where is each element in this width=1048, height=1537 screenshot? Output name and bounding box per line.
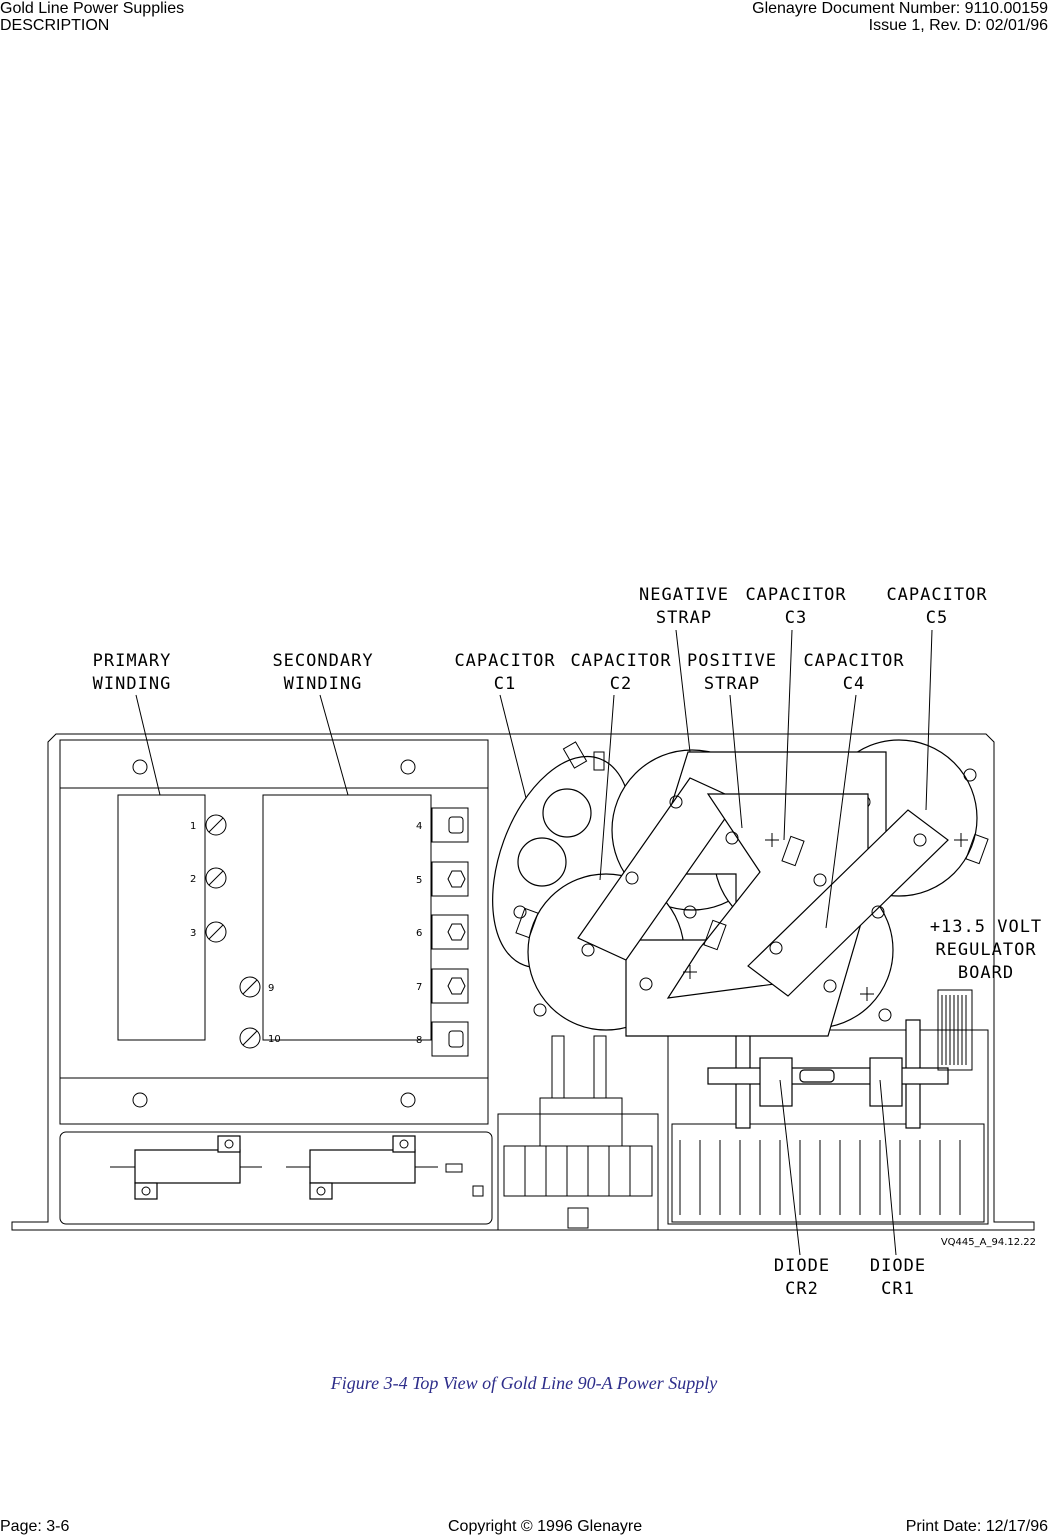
terminal-label-5: 5 [416, 875, 422, 886]
resistor-right [286, 1135, 484, 1200]
terminal-label-3: 3 [190, 928, 196, 939]
callout-capacitor-c3-line1: CAPACITOR [745, 585, 846, 605]
capacitor-clips [515, 741, 989, 951]
diode-cr2-body [759, 1057, 793, 1107]
callout-capacitor-c2-line1: CAPACITOR [570, 651, 671, 671]
leader-lines [135, 629, 933, 1256]
terminal-label-8: 8 [416, 1035, 422, 1046]
drawing-id: VQ445_A_94.12.22 [941, 1237, 1036, 1248]
terminal-label-4: 4 [416, 821, 422, 832]
callout-capacitor-c1-line2: C1 [494, 674, 516, 694]
footer-print-date: Print Date: 12/17/96 [905, 1518, 1048, 1535]
secondary-terminals-right: 4 5 6 7 8 [416, 807, 469, 1057]
terminal-label-1: 1 [190, 821, 196, 832]
callout-positive-strap-line2: STRAP [704, 674, 760, 694]
terminal-label-10: 10 [268, 1034, 281, 1045]
callout-capacitor-c4-line1: CAPACITOR [803, 651, 904, 671]
heatsink [667, 1019, 989, 1225]
callout-diode-cr2-line2: CR2 [785, 1279, 819, 1299]
callout-diode-cr2-line1: DIODE [774, 1256, 830, 1276]
callout-diode-cr1-line1: DIODE [870, 1256, 926, 1276]
terminal-label-2: 2 [190, 874, 196, 885]
header-doc-title: Gold Line Power Supplies [0, 0, 185, 17]
diode-cr1-body [869, 1057, 903, 1107]
callout-regulator-board-line2: REGULATOR [935, 940, 1036, 960]
resistor-left [110, 1135, 262, 1200]
primary-winding-body [117, 794, 206, 1041]
regulator-board [937, 989, 973, 1071]
callout-positive-strap-line1: POSITIVE [687, 651, 777, 671]
callout-capacitor-c5-line2: C5 [926, 608, 948, 628]
resistor-tray [59, 1131, 493, 1225]
callout-capacitor-c1-line1: CAPACITOR [454, 651, 555, 671]
callout-regulator-board-line1: +13.5 VOLT [930, 917, 1042, 937]
callout-diode-cr1-line2: CR1 [881, 1279, 915, 1299]
callout-capacitor-c2-line2: C2 [610, 674, 632, 694]
callout-regulator-board-line3: BOARD [958, 963, 1014, 983]
callout-secondary-winding-line1: SECONDARY [272, 651, 373, 671]
power-supply-top-view-drawing: 1 2 3 9 10 4 5 6 7 8 [11, 585, 1042, 1299]
footer-copyright: Copyright © 1996 Glenayre [448, 1518, 643, 1535]
terminal-label-6: 6 [416, 928, 422, 939]
callout-negative-strap-line1: NEGATIVE [639, 585, 729, 605]
callout-negative-strap-line2: STRAP [656, 608, 712, 628]
terminal-label-9: 9 [268, 983, 274, 994]
header-issue: Issue 1, Rev. D: 02/01/96 [868, 17, 1048, 34]
figure-caption: Figure 3-4 Top View of Gold Line 90-A Po… [330, 1373, 718, 1393]
output-connector [497, 1035, 659, 1231]
transformer-frame [59, 739, 489, 1125]
secondary-terminals-left: 9 10 [239, 976, 281, 1049]
chassis-outline [11, 733, 1035, 1231]
callout-primary-winding-line2: WINDING [93, 674, 172, 694]
callout-capacitor-c5-line1: CAPACITOR [886, 585, 987, 605]
header-doc-number: Glenayre Document Number: 9110.00159 [752, 0, 1048, 17]
primary-terminals: 1 2 3 [190, 814, 227, 943]
callout-capacitor-c4-line2: C4 [843, 674, 865, 694]
callout-capacitor-c3-line2: C3 [785, 608, 807, 628]
header-section: DESCRIPTION [0, 17, 110, 34]
callout-secondary-winding-line2: WINDING [284, 674, 363, 694]
secondary-winding-body [262, 794, 432, 1041]
terminal-label-7: 7 [416, 982, 422, 993]
footer-page-number: Page: 3-6 [0, 1518, 70, 1535]
polarity-marks [683, 833, 968, 1001]
callout-primary-winding-line1: PRIMARY [93, 651, 172, 671]
